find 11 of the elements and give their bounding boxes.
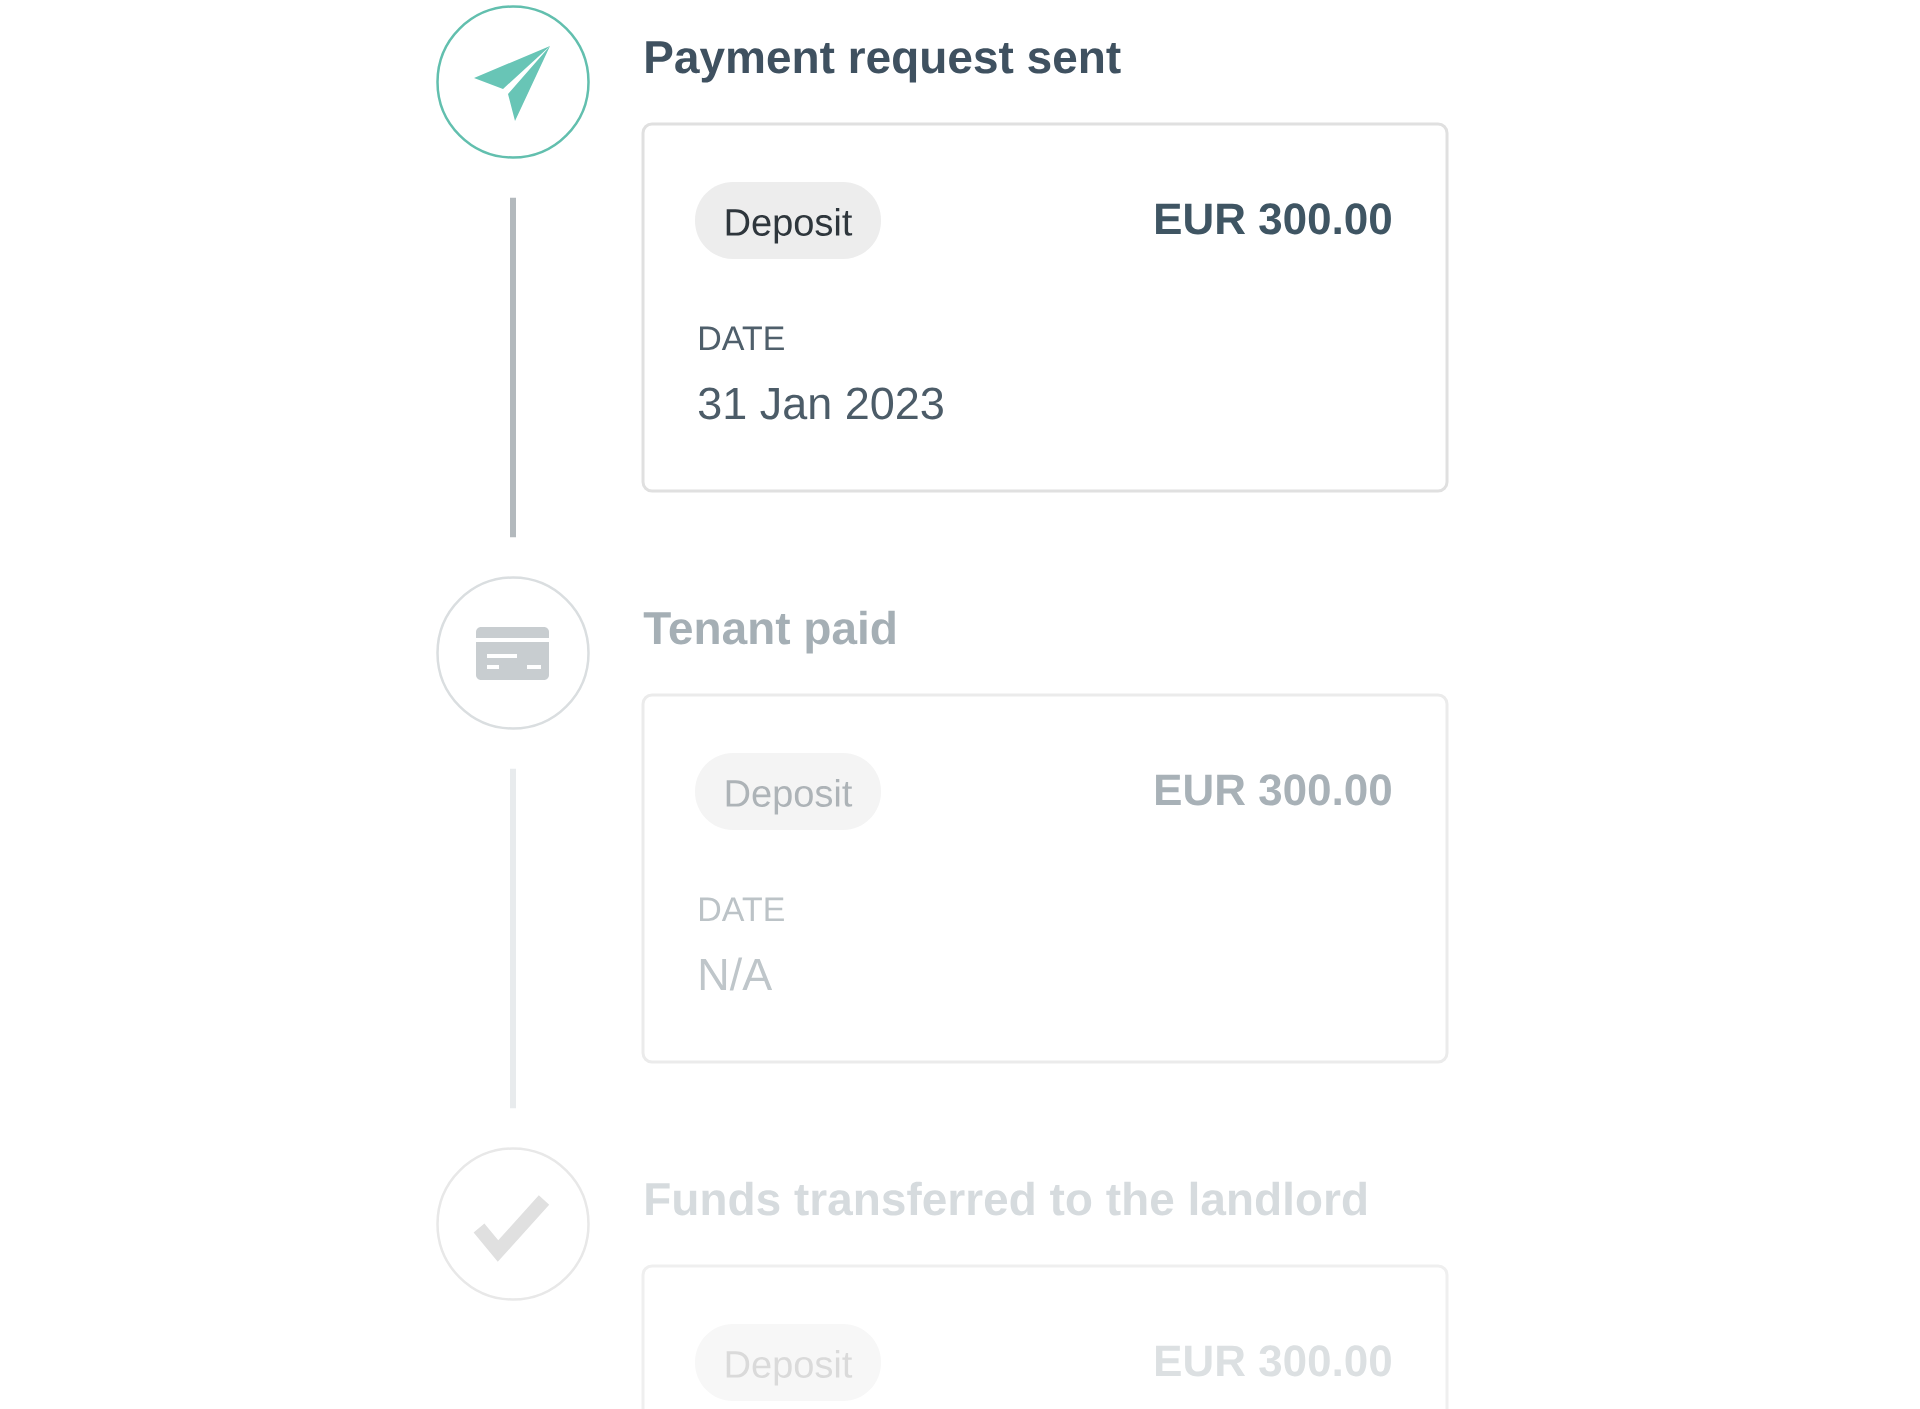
field-label: DATE	[700, 897, 784, 921]
connector-line	[510, 197, 516, 538]
step-title: Tenant paid	[643, 610, 895, 654]
date-value: 31 Jan 2023	[698, 387, 943, 420]
amount: EUR 300.00	[1156, 203, 1391, 235]
tag-pill: Deposit	[695, 182, 881, 259]
step-title: Payment request sent	[646, 41, 1121, 83]
date-value: N/A	[700, 957, 773, 991]
tag-pill: Deposit	[695, 753, 881, 830]
field-label: DATE	[700, 326, 784, 350]
amount: EUR 300.00	[1156, 774, 1391, 806]
